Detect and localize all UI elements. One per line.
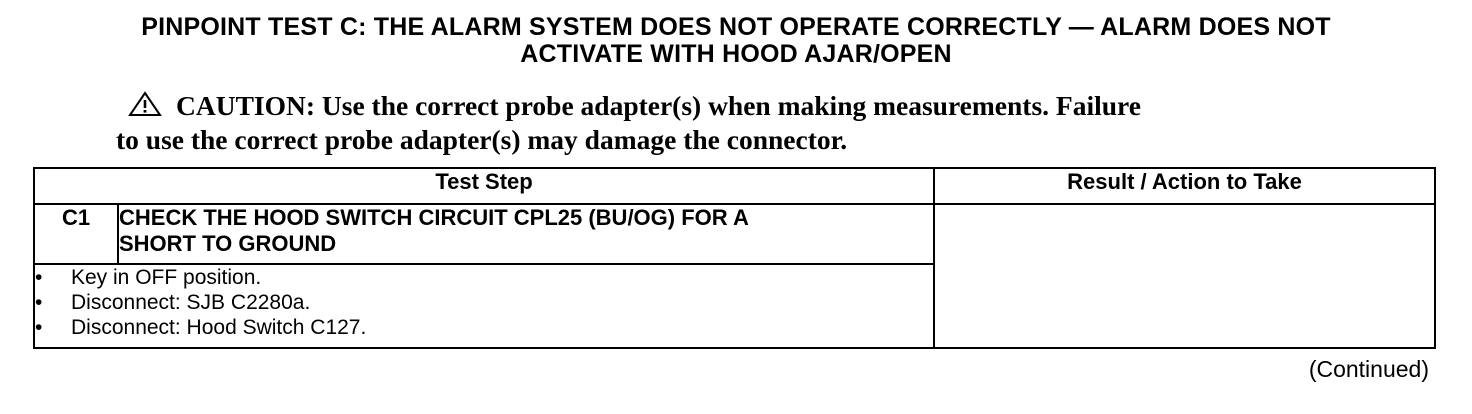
list-item: Key in OFF position. [35, 265, 933, 290]
page-title-line-2: ACTIVATE WITH HOOD AJAR/OPEN [520, 40, 952, 68]
column-header-test-step: Test Step [32, 167, 936, 205]
table-row: Key in OFF position. Disconnect: SJB C22… [32, 263, 1435, 349]
step-title-line-2: SHORT TO GROUND [119, 231, 337, 256]
continued-label: (Continued) [1308, 356, 1429, 382]
step-title: CHECK THE HOOD SWITCH CIRCUIT CPL25 (BU/… [116, 203, 936, 265]
caution-line-1: CAUTION: Use the correct probe adapter(s… [176, 90, 1141, 121]
column-header-result-action: Result / Action to Take [933, 167, 1437, 205]
result-action-cell [933, 203, 1437, 349]
caution-line-2: to use the correct probe adapter(s) may … [116, 124, 848, 155]
list-item: Disconnect: SJB C2280a. [35, 290, 933, 315]
caution-line-1-wrap: CAUTION: Use the correct probe adapter(s… [116, 90, 1356, 124]
step-instructions-cell: Key in OFF position. Disconnect: SJB C22… [32, 263, 936, 349]
caution-note: CAUTION: Use the correct probe adapter(s… [116, 90, 1356, 156]
warning-triangle-icon [128, 91, 162, 124]
step-id: C1 [33, 203, 119, 265]
step-title-line-1: CHECK THE HOOD SWITCH CIRCUIT CPL25 (BU/… [119, 205, 749, 230]
table-row: C1 CHECK THE HOOD SWITCH CIRCUIT CPL25 (… [33, 203, 1437, 349]
page-title: PINPOINT TEST C: THE ALARM SYSTEM DOES N… [40, 14, 1432, 68]
pinpoint-test-table: Test Step Result / Action to Take C1 CHE… [32, 167, 1437, 349]
table-header-row: Test Step Result / Action to Take [32, 167, 1437, 205]
step-instructions-list: Key in OFF position. Disconnect: SJB C22… [35, 265, 933, 340]
list-item: Disconnect: Hood Switch C127. [35, 315, 933, 340]
page-title-line-1: PINPOINT TEST C: THE ALARM SYSTEM DOES N… [141, 13, 1331, 41]
